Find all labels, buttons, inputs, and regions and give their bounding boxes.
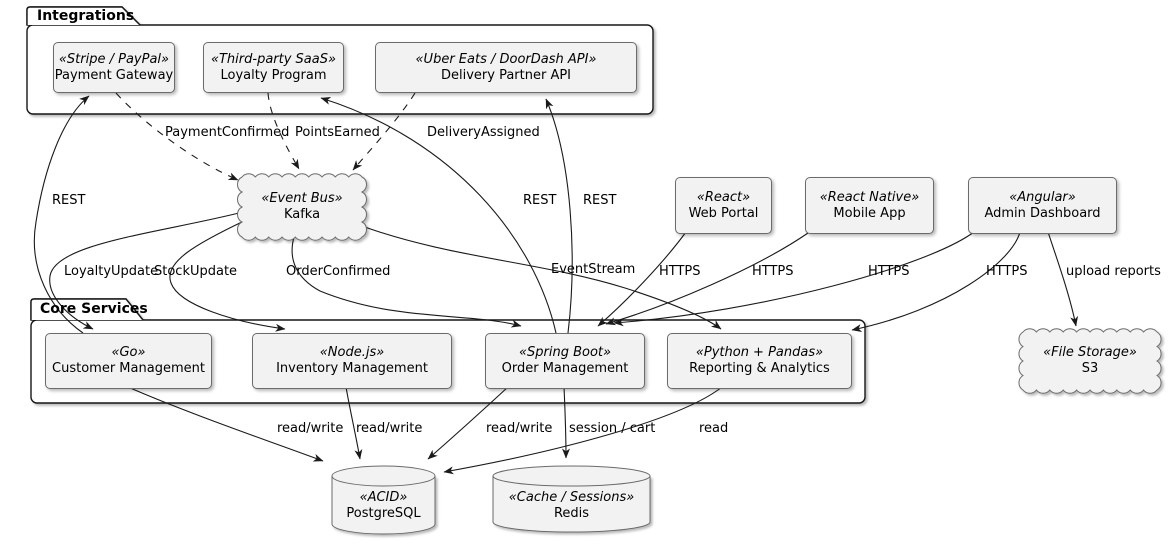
kafka-cloud-shape	[237, 173, 367, 241]
core-services-frame-tab-top	[30, 298, 144, 321]
payment-gateway-name: Payment Gateway	[54, 67, 174, 83]
edge-order-mgmt-to-redis	[561, 386, 570, 459]
edge-label-read-reporting: read	[699, 421, 729, 436]
s3-stereotype: «File Storage»	[1043, 345, 1137, 360]
delivery-api-stereotype: «Uber Eats / DoorDash API»	[415, 51, 597, 67]
node-loyalty-program: «Third-party SaaS» Loyalty Program	[203, 42, 344, 93]
node-delivery-partner-api: «Uber Eats / DoorDash API» Delivery Part…	[375, 42, 637, 93]
order-mgmt-stereotype: «Spring Boot»	[518, 345, 612, 360]
node-inventory-management: «Node.js» Inventory Management	[252, 333, 452, 389]
edge-loyalty-program-to-kafka	[267, 92, 300, 170]
edge-customer-mgmt-to-payment-gateway	[33, 95, 90, 334]
node-redis: «Cache / Sessions» Redis	[493, 484, 650, 528]
edge-label-loyalty-update: LoyaltyUpdate	[64, 264, 159, 279]
edge-label-rest-loyalty: REST	[523, 193, 557, 208]
node-admin-dashboard: «Angular» Admin Dashboard	[968, 177, 1117, 234]
customer-mgmt-stereotype: «Go»	[111, 345, 146, 360]
edge-label-session-cart: session / cart	[569, 421, 656, 436]
mobile-app-name: Mobile App	[833, 205, 906, 221]
node-kafka: «Event Bus» Kafka	[242, 177, 362, 237]
payment-gateway-stereotype: «Stripe / PayPal»	[58, 51, 170, 67]
admin-dashboard-stereotype: «Angular»	[1009, 189, 1076, 205]
edge-label-delivery-assigned: DeliveryAssigned	[427, 125, 540, 140]
edge-kafka-to-customer-mgmt	[49, 211, 244, 330]
edge-label-https-admin-order: HTTPS	[868, 264, 910, 279]
node-customer-management: «Go» Customer Management	[45, 333, 212, 389]
edge-label-https-web: HTTPS	[659, 264, 701, 279]
edge-web-portal-to-order-mgmt	[597, 231, 687, 327]
edge-payment-gateway-to-kafka	[115, 92, 239, 181]
postgresql-cylinder-shape	[331, 465, 436, 535]
edge-kafka-to-order-mgmt	[291, 236, 522, 328]
edge-label-read-write-customer: read/write	[277, 421, 344, 436]
core-services-frame-label: Core Services	[40, 301, 148, 317]
node-payment-gateway: «Stripe / PayPal» Payment Gateway	[53, 42, 175, 93]
customer-mgmt-name: Customer Management	[52, 361, 205, 376]
edge-label-order-confirmed: OrderConfirmed	[286, 264, 391, 279]
edge-delivery-api-to-kafka	[352, 92, 416, 171]
edge-label-rest-payment: REST	[52, 193, 86, 208]
web-portal-name: Web Portal	[688, 205, 759, 221]
edge-customer-mgmt-to-postgresql	[127, 386, 324, 462]
edge-label-stock-update: StockUpdate	[154, 264, 238, 279]
reporting-stereotype: «Python + Pandas»	[695, 345, 824, 360]
edge-label-event-stream: EventStream	[551, 262, 636, 277]
delivery-api-name: Delivery Partner API	[440, 67, 572, 83]
s3-cloud-shape	[1018, 328, 1162, 394]
web-portal-stereotype: «React»	[696, 189, 751, 205]
edge-kafka-to-reporting	[361, 225, 722, 330]
edge-mobile-app-to-order-mgmt	[605, 232, 809, 326]
integrations-frame-label: Integrations	[37, 8, 135, 24]
edge-label-read-write-inventory: read/write	[356, 421, 423, 436]
edge-reporting-to-postgresql	[443, 386, 723, 475]
edge-label-rest-delivery: REST	[583, 193, 617, 208]
edge-label-https-admin-report: HTTPS	[986, 264, 1028, 279]
node-postgresql: «ACID» PostgreSQL	[332, 484, 435, 528]
postgresql-stereotype: «ACID»	[359, 490, 408, 505]
edge-kafka-to-inventory-mgmt	[169, 220, 286, 332]
edge-admin-dashboard-to-reporting	[851, 231, 1021, 332]
mobile-app-stereotype: «React Native»	[819, 189, 920, 205]
s3-name: S3	[1081, 361, 1099, 376]
edge-order-mgmt-to-postgresql	[427, 386, 509, 460]
edge-admin-dashboard-to-s3	[1047, 231, 1079, 327]
edge-label-read-write-order: read/write	[486, 421, 553, 436]
loyalty-program-stereotype: «Third-party SaaS»	[210, 51, 337, 67]
postgresql-name: PostgreSQL	[346, 506, 421, 521]
order-mgmt-name: Order Management	[501, 361, 629, 376]
edge-admin-dashboard-to-order-mgmt	[613, 231, 975, 327]
node-reporting-analytics: «Python + Pandas» Reporting & Analytics	[667, 333, 852, 389]
inventory-mgmt-stereotype: «Node.js»	[319, 345, 385, 360]
edge-order-mgmt-to-loyalty-program	[320, 97, 557, 334]
edge-inventory-mgmt-to-postgresql	[345, 386, 363, 460]
admin-dashboard-name: Admin Dashboard	[984, 205, 1101, 221]
node-mobile-app: «React Native» Mobile App	[805, 177, 934, 234]
inventory-mgmt-name: Inventory Management	[276, 361, 428, 376]
edge-label-payment-confirmed: PaymentConfirmed	[165, 125, 290, 140]
node-order-management: «Spring Boot» Order Management	[485, 333, 645, 389]
redis-cylinder-shape	[492, 465, 651, 533]
integrations-frame-tab-top	[26, 6, 141, 26]
edge-label-https-mobile: HTTPS	[752, 264, 794, 279]
edge-label-upload-reports: upload reports	[1066, 264, 1161, 279]
redis-stereotype: «Cache / Sessions»	[508, 490, 635, 505]
redis-name: Redis	[553, 506, 590, 521]
edge-label-points-earned: PointsEarned	[295, 125, 380, 140]
loyalty-program-name: Loyalty Program	[220, 67, 327, 83]
reporting-name: Reporting & Analytics	[689, 361, 830, 376]
edge-order-mgmt-to-delivery-api	[545, 98, 573, 334]
kafka-stereotype: «Event Bus»	[261, 191, 343, 206]
node-web-portal: «React» Web Portal	[675, 177, 772, 234]
kafka-name: Kafka	[283, 207, 321, 222]
node-s3: «File Storage» S3	[1023, 332, 1157, 390]
